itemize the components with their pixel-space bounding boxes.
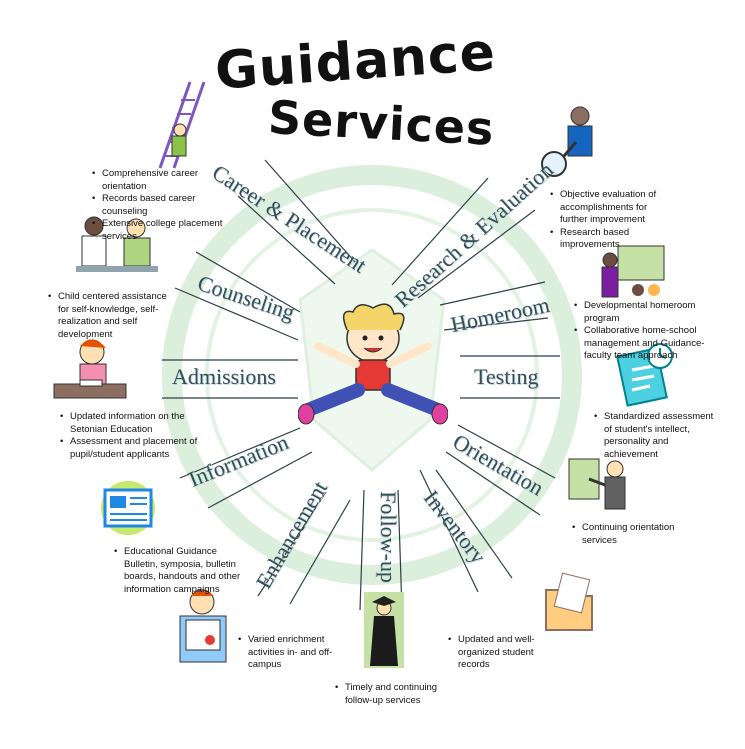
note-testing: Standardized assessment of student's int… [592, 411, 714, 461]
note-bullet: Continuing orientation services [572, 522, 675, 547]
spoke-label-testing: Testing [474, 364, 539, 389]
spoke-line [443, 317, 549, 331]
note-bullet: Educational Guidance Bulletin, symposia,… [114, 546, 252, 596]
note-bullet: Assessment and placement of pupil/studen… [60, 436, 198, 461]
spoke-label-follow-up: Follow-up [375, 491, 401, 583]
spoke-line [419, 469, 479, 593]
note-bullet: Child centered assistance for self-knowl… [48, 291, 171, 341]
note-research: Objective evaluation of accomplishments … [548, 189, 673, 252]
note-bullet: Varied enrichment activities in- and off… [238, 634, 356, 672]
spoke-line [359, 489, 365, 611]
spoke-line [457, 424, 556, 479]
note-homeroom: Developmental homeroom programCollaborat… [572, 300, 712, 363]
student-writing-icon [53, 339, 127, 399]
note-followup: Timely and continuing follow-up services [333, 682, 453, 707]
jumping-child-icon [298, 303, 448, 425]
spoke-line [417, 209, 536, 299]
note-bullet: Timely and continuing follow-up services [335, 682, 453, 707]
spoke-line [207, 451, 313, 509]
note-enhancement: Varied enrichment activities in- and off… [236, 634, 356, 672]
graduate-icon [364, 592, 404, 668]
note-bullet: Standardized assessment of student's int… [594, 411, 714, 461]
spoke-line [391, 177, 489, 286]
folder-icon [545, 572, 593, 631]
spoke-line [264, 159, 356, 263]
spoke-line [179, 427, 301, 479]
note-bullet: Updated and well-organized student recor… [448, 634, 561, 672]
note-bullet: Collaborative home-school management and… [574, 325, 712, 363]
spoke-line [195, 251, 301, 313]
note-counseling: Child centered assistance for self-knowl… [46, 291, 171, 341]
spoke-line [439, 281, 546, 306]
note-bullet: Updated information on the Setonian Educ… [60, 411, 198, 436]
note-bullet: Comprehensive career orientation [92, 168, 230, 193]
spoke-line [445, 451, 541, 516]
note-career: Comprehensive career orientationRecords … [90, 168, 230, 243]
note-bullet: Records based career counseling [92, 193, 230, 218]
note-inventory: Updated and well-organized student recor… [446, 634, 561, 672]
spoke-label-admissions: Admissions [172, 364, 276, 389]
spoke-line [257, 491, 327, 597]
spoke-line [237, 195, 336, 285]
spoke-line [435, 469, 513, 579]
spoke-line [289, 499, 351, 605]
teacher-class-icon [601, 245, 665, 298]
note-bullet: Research based improvements [550, 227, 673, 252]
spoke-line [174, 287, 299, 341]
bulletin-icon [101, 481, 155, 535]
note-bullet: Objective evaluation of accomplishments … [550, 189, 673, 227]
spoke-line [397, 489, 403, 611]
magnifier-man-icon [541, 106, 593, 177]
note-orientation: Continuing orientation services [570, 522, 675, 547]
presenter-icon [568, 458, 626, 510]
note-bullet: Developmental homeroom program [574, 300, 712, 325]
note-information: Educational Guidance Bulletin, symposia,… [112, 546, 252, 596]
note-admissions: Updated information on the Setonian Educ… [58, 411, 198, 461]
note-bullet: Extensive college placement services [92, 218, 230, 243]
certificate-boy-icon [179, 589, 227, 663]
ladder-climber-icon [158, 81, 206, 169]
